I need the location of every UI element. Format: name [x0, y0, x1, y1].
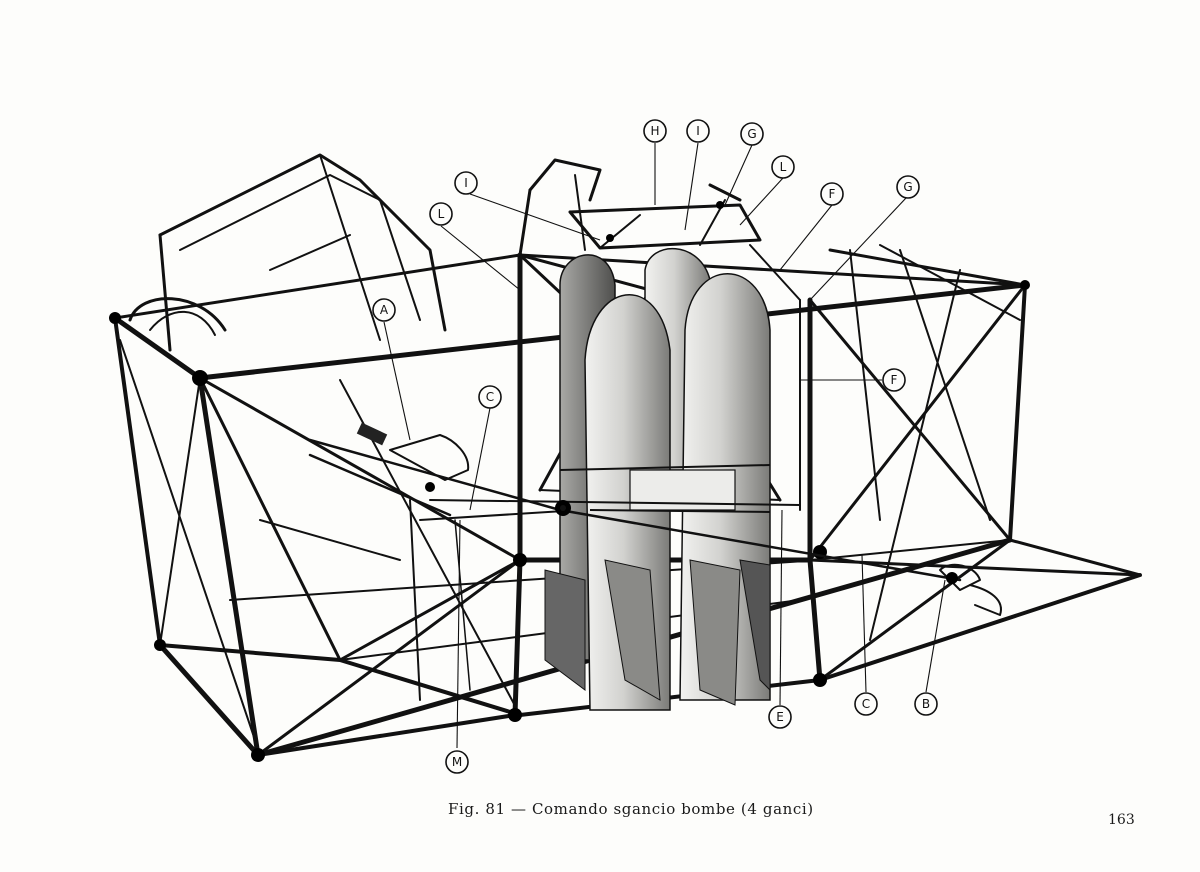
callout-L-top-label: L — [780, 160, 787, 174]
lever-b-sector — [939, 563, 981, 591]
callout-L-left-label: L — [438, 207, 445, 221]
callout-I-left: I — [454, 171, 478, 195]
callout-H-label: H — [650, 124, 659, 138]
figure-caption: Fig. 81 — Comando sgancio bombe (4 ganci… — [448, 800, 814, 818]
callout-A-label: A — [380, 303, 389, 317]
callout-G-top-label: G — [747, 127, 756, 141]
callout-B-label: B — [922, 697, 930, 711]
callout-I-top-label: I — [696, 124, 700, 138]
callout-G-right: G — [896, 175, 920, 199]
bombs-group — [544, 248, 771, 711]
callout-H: H — [643, 119, 667, 143]
lever-a-sector — [389, 434, 470, 481]
callout-C-lower-label: C — [862, 697, 870, 711]
control-linkage — [308, 422, 1002, 691]
callout-G-right-label: G — [903, 180, 912, 194]
callout-M: M — [445, 750, 469, 774]
callout-C-lower: C — [854, 692, 878, 716]
callout-F-top-label: F — [829, 187, 836, 201]
callout-I-left-label: I — [464, 176, 468, 190]
callout-leaders — [383, 142, 946, 749]
callout-F-top: F — [820, 182, 844, 206]
callout-I-top: I — [686, 119, 710, 143]
callout-L-top: L — [771, 155, 795, 179]
callout-L-left: L — [429, 202, 453, 226]
callout-E-label: E — [776, 710, 784, 724]
callout-C-upper-label: C — [486, 390, 494, 404]
callout-F-mid-label: F — [891, 373, 898, 387]
callout-F-mid: F — [882, 368, 906, 392]
callout-E: E — [768, 705, 792, 729]
page-number: 163 — [1108, 812, 1135, 828]
callout-G-top: G — [740, 122, 764, 146]
callout-B: B — [914, 692, 938, 716]
callout-A: A — [372, 298, 396, 322]
callout-C-upper: C — [478, 385, 502, 409]
callout-M-label: M — [452, 755, 462, 769]
